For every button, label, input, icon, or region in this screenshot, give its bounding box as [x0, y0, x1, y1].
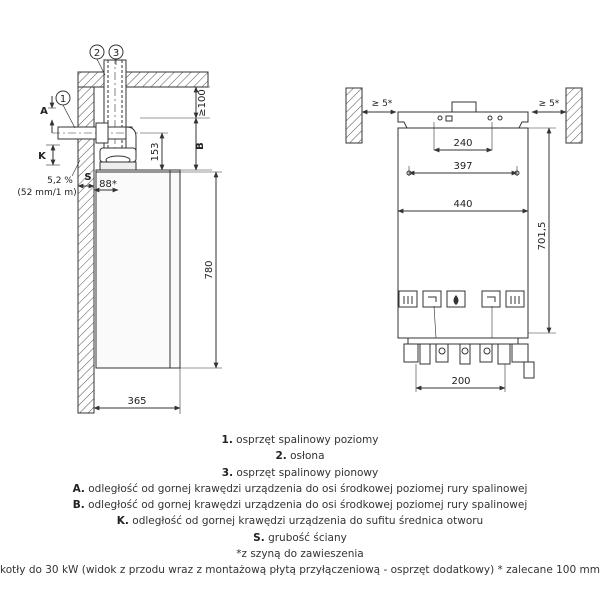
dim-153: 153: [150, 142, 161, 161]
connection-symbols: [398, 290, 525, 308]
dim-a-label: A: [40, 106, 48, 117]
dim-397: 397: [453, 161, 472, 172]
ceiling: [77, 71, 209, 88]
dim-200: 200: [451, 376, 470, 387]
legend-item-b: B. odległość od gornej krawędzi urządzen…: [72, 499, 528, 512]
dim-240: 240: [453, 138, 472, 149]
clearance-right: ≥ 5*: [539, 99, 560, 109]
front-view: ≥ 5* ≥ 5* 240 397 440 701,5: [345, 87, 583, 392]
dim-ge100: ≥100: [197, 89, 208, 116]
right-wall: [565, 87, 583, 144]
pipe-fittings: [403, 337, 535, 379]
legend-item-3: 3. osprzęt spalinowy pionowy: [221, 466, 379, 479]
technical-drawing: 1 2 3 ≥100 A 153 B K S 5,: [17, 44, 583, 414]
boiler-body-side: [95, 169, 181, 369]
dim-88: 88*: [99, 179, 117, 190]
legend: 1. osprzęt spalinowy poziomy 2. osłona 3…: [0, 432, 600, 579]
legend-item-s: S. grubość ściany: [253, 531, 347, 544]
side-view: 1 2 3 ≥100 A 153 B K S 5,: [17, 44, 222, 414]
mounting-rail: [397, 111, 529, 129]
legend-item-2: 2. osłona: [275, 450, 325, 463]
legend-item-k: K. odległość od gornej krawędzi urządzen…: [116, 515, 484, 528]
legend-item-1: 1. osprzęt spalinowy poziomy: [221, 434, 379, 446]
dim-b-label: B: [195, 142, 206, 150]
legend-note-boilers: kotły do 30 kW (widok z przodu wraz z mo…: [0, 564, 600, 577]
slope-mm: (52 mm/1 m): [17, 188, 76, 198]
dim-7015: 701,5: [537, 222, 548, 251]
dim-k-label: K: [38, 151, 47, 162]
cold-water-tap-icon: [481, 290, 501, 308]
dim-365: 365: [127, 396, 146, 407]
left-wall: [345, 87, 363, 144]
dim-s-label: S: [84, 172, 91, 183]
hot-water-tap-icon: [422, 290, 442, 308]
callout-2: 2: [94, 48, 100, 59]
slope-percent: 5,2 %: [47, 176, 73, 186]
legend-note-rail: *z szyną do zawieszenia: [236, 548, 364, 561]
dim-780: 780: [204, 260, 215, 279]
dim-440: 440: [453, 199, 472, 210]
callout-3: 3: [113, 48, 119, 59]
clearance-left: ≥ 5*: [372, 99, 393, 109]
callout-1: 1: [60, 94, 66, 105]
legend-item-a: A. odległość od gornej krawędzi urządzen…: [72, 482, 528, 495]
